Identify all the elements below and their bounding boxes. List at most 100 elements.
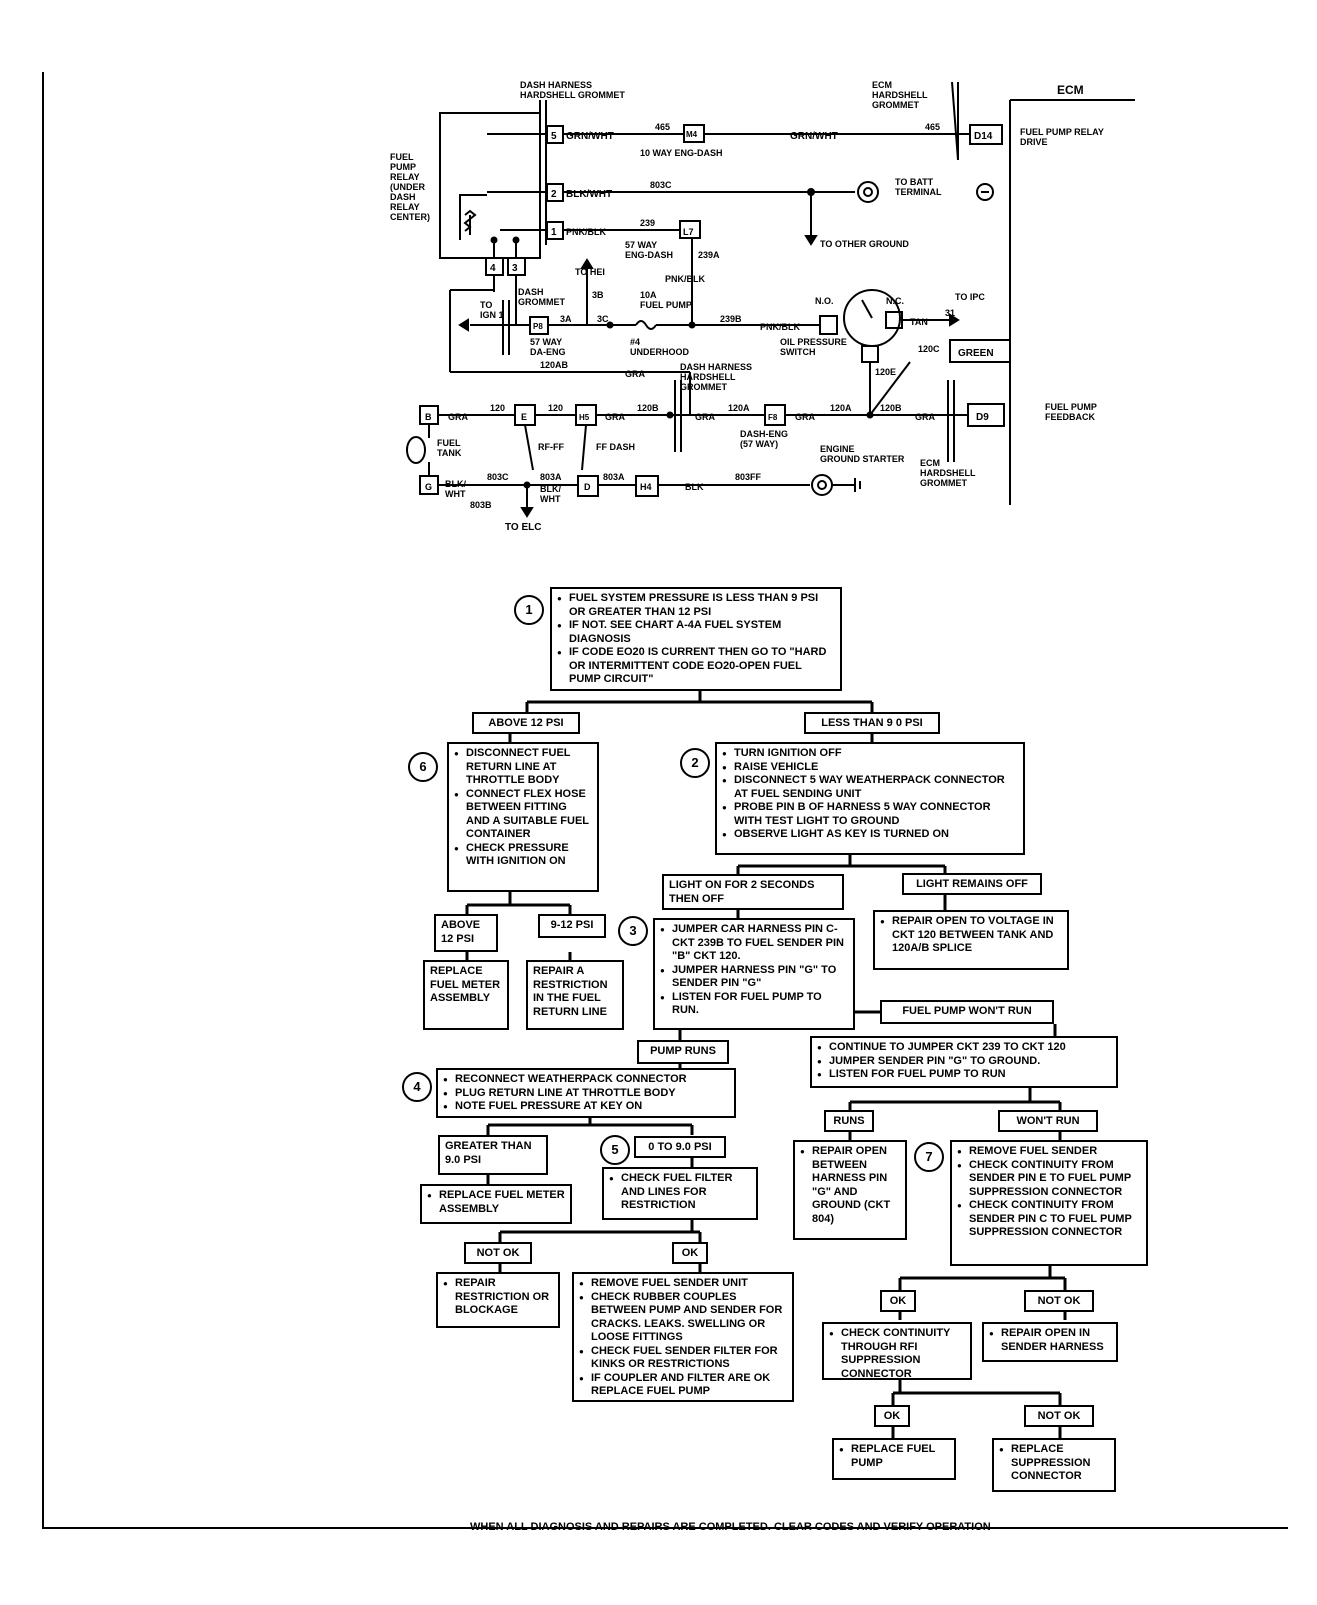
step-6-item: CHECK PRESSURE WITH IGNITION ON bbox=[454, 842, 592, 869]
wire-blk-wht-3: BLK/WHT bbox=[540, 484, 561, 504]
step-6-box: DISCONNECT FUEL RETURN LINE AT THROTTLE … bbox=[447, 742, 599, 892]
step-3-item: JUMPER HARNESS PIN "G" TO SENDER PIN "G" bbox=[660, 964, 848, 991]
check-fuel-filter-box: CHECK FUEL FILTER AND LINES FOR RESTRICT… bbox=[602, 1167, 758, 1220]
repair-open-between-box: REPAIR OPEN BETWEEN HARNESS PIN "G" AND … bbox=[793, 1140, 907, 1240]
dash-eng-label: DASH-ENG(57 WAY) bbox=[740, 429, 788, 449]
repair-open-voltage-item: REPAIR OPEN TO VOLTAGE IN CKT 120 BETWEE… bbox=[880, 915, 1062, 956]
circuit-803c: 803C bbox=[650, 180, 672, 190]
wire-grn-wht-2: GRN/WHT bbox=[790, 131, 838, 142]
step-2-item: OBSERVE LIGHT AS KEY IS TURNED ON bbox=[722, 828, 1018, 842]
connector-d9: D9 bbox=[976, 412, 989, 423]
connector-h5: H5 bbox=[579, 413, 590, 422]
circuit-120d: 120 bbox=[490, 403, 505, 413]
circuit-120ab: 120AB bbox=[540, 360, 569, 370]
connector-p8: P8 bbox=[533, 322, 543, 331]
wire-pnk-blk-2: PNK/BLK bbox=[665, 274, 705, 284]
jumper-ckt-item: CONTINUE TO JUMPER CKT 239 TO CKT 120 bbox=[817, 1041, 1111, 1055]
wire-gra-2: GRA bbox=[605, 412, 626, 422]
circuit-31: 31 bbox=[945, 308, 955, 318]
circuit-120a-2: 120A bbox=[830, 403, 852, 413]
pin-5: 5 bbox=[551, 131, 557, 142]
light-remains-off-branch: LIGHT REMAINS OFF bbox=[902, 873, 1042, 895]
wire-grn-wht: GRN/WHT bbox=[566, 131, 614, 142]
circuit-239b: 239B bbox=[720, 314, 742, 324]
step-2-marker: 2 bbox=[680, 748, 710, 778]
step-6-item: CONNECT FLEX HOSE BETWEEN FITTING AND A … bbox=[454, 788, 592, 842]
connector-f8: F8 bbox=[768, 413, 778, 422]
pin-1: 1 bbox=[551, 227, 557, 238]
wire-blk-wht-2: BLK/WHT bbox=[445, 479, 466, 499]
circuit-803b: 803B bbox=[470, 500, 492, 510]
connector-m4: M4 bbox=[686, 130, 698, 139]
light-on-branch: LIGHT ON FOR 2 SECONDS THEN OFF bbox=[662, 874, 844, 910]
to-hei-label: TO HEI bbox=[575, 267, 605, 277]
check-rfi-box: CHECK CONTINUITY THROUGH RFI SUPPRESSION… bbox=[822, 1322, 972, 1380]
ecm-title: ECM bbox=[1057, 83, 1084, 97]
circuit-120b-2: 120B bbox=[880, 403, 902, 413]
pin-2: 2 bbox=[551, 189, 557, 200]
pin-4: 4 bbox=[490, 263, 496, 274]
circuit-803c-2: 803C bbox=[487, 472, 509, 482]
step-7-item: CHECK CONTINUITY FROM SENDER PIN E TO FU… bbox=[957, 1159, 1141, 1200]
fuel-pump-wont-run-branch: FUEL PUMP WON'T RUN bbox=[880, 1000, 1054, 1024]
step-2-box: TURN IGNITION OFF RAISE VEHICLE DISCONNE… bbox=[715, 742, 1025, 855]
check-rfi-item: CHECK CONTINUITY THROUGH RFI SUPPRESSION… bbox=[829, 1327, 965, 1381]
repair-sender-harness-box: REPAIR OPEN IN SENDER HARNESS bbox=[982, 1322, 1118, 1362]
runs-branch: RUNS bbox=[824, 1110, 874, 1132]
replace-fuel-meter-item: REPLACE FUEL METER ASSEMBLY bbox=[427, 1189, 565, 1216]
remove-sender-item: REMOVE FUEL SENDER UNIT bbox=[579, 1277, 787, 1291]
step-1-box: FUEL SYSTEM PRESSURE IS LESS THAN 9 PSI … bbox=[550, 587, 842, 691]
not-ok-branch-2: NOT OK bbox=[1024, 1290, 1094, 1312]
repair-restriction-box: REPAIR A RESTRICTION IN THE FUEL RETURN … bbox=[526, 960, 624, 1030]
rf-ff-label: RF-FF bbox=[538, 442, 564, 452]
connector-e: E bbox=[521, 412, 527, 422]
step-2-item: TURN IGNITION OFF bbox=[722, 747, 1018, 761]
connector-d: D bbox=[584, 482, 591, 492]
green-label: GREEN bbox=[958, 348, 994, 359]
step-7-box: REMOVE FUEL SENDER CHECK CONTINUITY FROM… bbox=[950, 1140, 1148, 1266]
footer-note: WHEN ALL DIAGNOSIS AND REPAIRS ARE COMPL… bbox=[470, 1521, 991, 1533]
remove-sender-item: CHECK RUBBER COUPLES BETWEEN PUMP AND SE… bbox=[579, 1291, 787, 1345]
step-7-item: REMOVE FUEL SENDER bbox=[957, 1145, 1141, 1159]
repair-blockage-item: REPAIR RESTRICTION OR BLOCKAGE bbox=[443, 1277, 553, 1318]
jumper-ckt-box: CONTINUE TO JUMPER CKT 239 TO CKT 120 JU… bbox=[810, 1036, 1118, 1088]
step-3-box: JUMPER CAR HARNESS PIN C-CKT 239B TO FUE… bbox=[653, 918, 855, 1030]
ten-way-label: 10 WAY ENG-DASH bbox=[640, 148, 723, 158]
circuit-120a: 120A bbox=[728, 403, 750, 413]
circuit-803ff: 803FF bbox=[735, 472, 762, 482]
step-3-marker: 3 bbox=[618, 916, 648, 946]
step-4-marker: 4 bbox=[402, 1072, 432, 1102]
circuit-465b: 465 bbox=[925, 122, 940, 132]
remove-sender-unit-box: REMOVE FUEL SENDER UNIT CHECK RUBBER COU… bbox=[572, 1272, 794, 1402]
circuit-120e: 120E bbox=[875, 367, 896, 377]
replace-fuel-pump-item: REPLACE FUEL PUMP bbox=[839, 1443, 949, 1470]
wire-gra: GRA bbox=[625, 369, 646, 379]
above-12-psi-sub-branch: ABOVE 12 PSI bbox=[434, 914, 498, 952]
remove-sender-item: IF COUPLER AND FILTER ARE OK REPLACE FUE… bbox=[579, 1372, 787, 1399]
left-margin-rule bbox=[42, 72, 44, 1527]
repair-blockage-box: REPAIR RESTRICTION OR BLOCKAGE bbox=[436, 1272, 560, 1328]
less-than-9-psi-branch: LESS THAN 9 0 PSI bbox=[804, 712, 940, 734]
to-ipc-label: TO IPC bbox=[955, 292, 985, 302]
circuit-239: 239 bbox=[640, 218, 655, 228]
circuit-465: 465 bbox=[655, 122, 670, 132]
wire-gra-1: GRA bbox=[448, 412, 469, 422]
circuit-120c: 120C bbox=[918, 344, 940, 354]
jumper-ckt-item: JUMPER SENDER PIN "G" TO GROUND. bbox=[817, 1055, 1111, 1069]
not-ok-branch: NOT OK bbox=[464, 1242, 532, 1264]
connector-d14: D14 bbox=[974, 131, 993, 142]
